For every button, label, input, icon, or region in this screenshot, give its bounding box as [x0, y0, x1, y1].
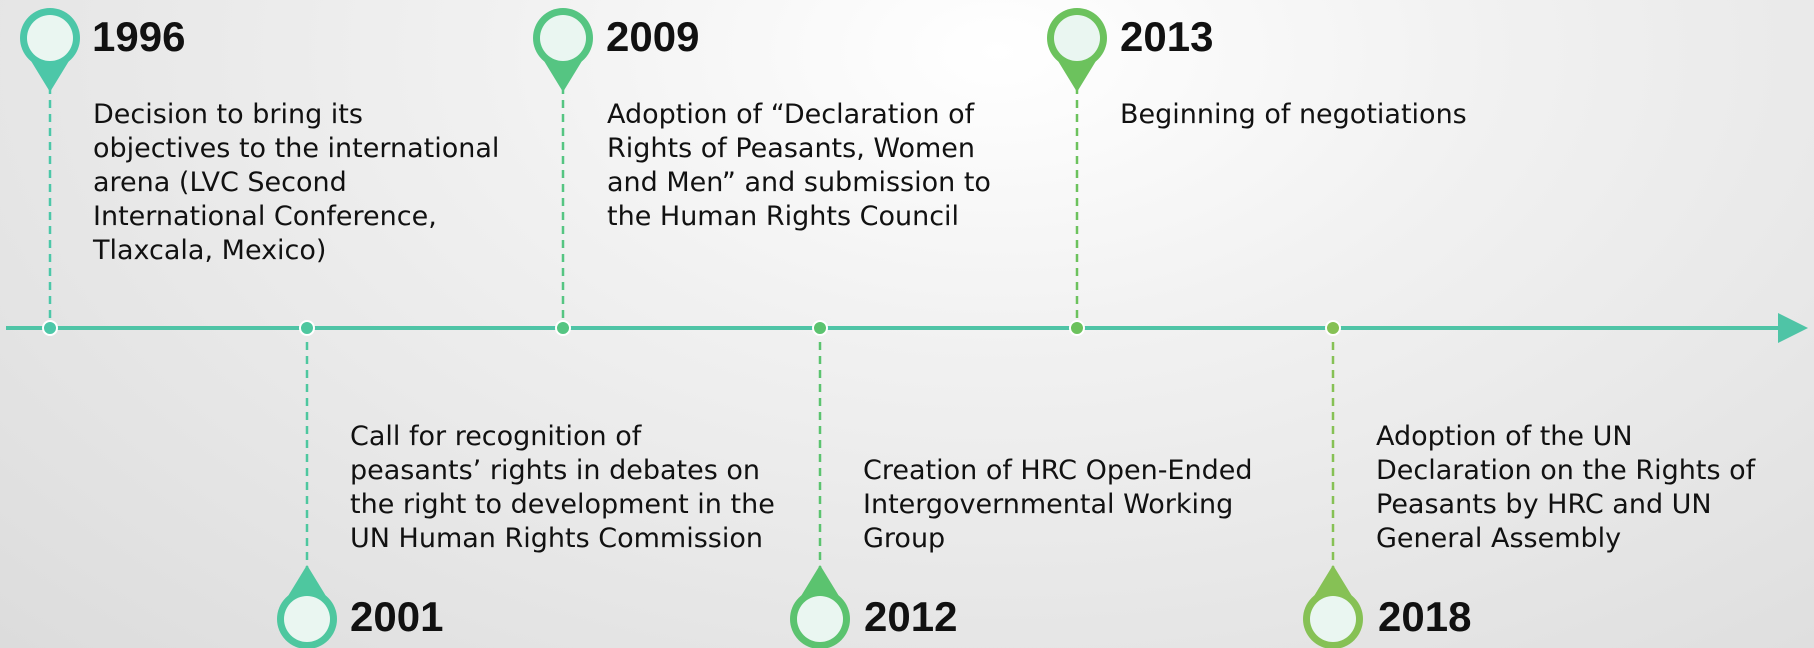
axis-dot-2013	[1069, 320, 1085, 336]
event-year-2018: 2018	[1378, 593, 1472, 640]
event-2012-line-1: Creation of HRC Open-Ended	[863, 455, 1253, 486]
event-description-2012: Creation of HRC Open-Ended Intergovernme…	[863, 454, 1253, 556]
event-year-2012: 2012	[864, 593, 958, 640]
event-2001-line-2: peasants’ rights in debates on	[350, 455, 761, 486]
event-description-2018: Adoption of the UN Declaration on the Ri…	[1376, 420, 1755, 556]
event-2012-line-3: Group	[863, 523, 946, 554]
event-1996-line-1: Decision to bring its	[93, 99, 363, 130]
event-year-2009: 2009	[606, 13, 700, 60]
event-1996-line-2: objectives to the international	[93, 133, 500, 164]
map-pin-icon	[790, 565, 850, 648]
event-description-2009: Adoption of “Declaration of Rights of Pe…	[607, 98, 991, 234]
event-year-1996: 1996	[92, 13, 186, 60]
event-2018-line-1: Adoption of the UN	[1376, 421, 1633, 452]
event-description-2013: Beginning of negotiations	[1120, 98, 1467, 132]
event-2009-line-3: and Men” and submission to	[607, 167, 991, 198]
event-2018-line-4: General Assembly	[1376, 523, 1622, 554]
timeline-event-2001	[277, 320, 337, 648]
map-pin-icon	[533, 8, 593, 92]
arrow-head-icon	[1778, 313, 1808, 343]
map-pin-icon	[1303, 565, 1363, 648]
axis-dot-2018	[1325, 320, 1341, 336]
event-2009-line-4: the Human Rights Council	[607, 201, 960, 232]
map-pin-icon	[1047, 8, 1107, 92]
event-2018-line-3: Peasants by HRC and UN	[1376, 489, 1712, 520]
map-pin-icon	[20, 8, 80, 92]
event-2009-line-1: Adoption of “Declaration of	[607, 99, 975, 130]
timeline-event-2012	[790, 320, 850, 648]
event-description-1996: Decision to bring its objectives to the …	[93, 98, 499, 268]
map-pin-icon	[277, 565, 337, 648]
event-2018-line-2: Declaration on the Rights of	[1376, 455, 1756, 486]
event-2012-line-2: Intergovernmental Working	[863, 489, 1234, 520]
event-1996-line-4: International Conference,	[93, 201, 437, 232]
event-2001-line-3: the right to development in the	[350, 489, 775, 520]
axis-dot-2001	[299, 320, 315, 336]
timeline-event-2013	[1047, 8, 1107, 336]
event-year-2013: 2013	[1120, 13, 1214, 60]
timeline-event-2018	[1303, 320, 1363, 648]
event-year-2001: 2001	[350, 593, 444, 640]
timeline-event-1996	[20, 8, 80, 336]
event-2009-line-2: Rights of Peasants, Women	[607, 133, 976, 164]
axis-dot-1996	[42, 320, 58, 336]
event-2001-line-4: UN Human Rights Commission	[350, 523, 763, 554]
event-1996-line-3: arena (LVC Second	[93, 167, 347, 198]
event-1996-line-5: Tlaxcala, Mexico)	[93, 235, 327, 266]
axis-dot-2009	[555, 320, 571, 336]
timeline-event-2009	[533, 8, 593, 336]
event-2013-line-1: Beginning of negotiations	[1120, 99, 1467, 130]
event-2001-line-1: Call for recognition of	[350, 421, 642, 452]
axis-dot-2012	[812, 320, 828, 336]
event-description-2001: Call for recognition of peasants’ rights…	[350, 420, 775, 556]
